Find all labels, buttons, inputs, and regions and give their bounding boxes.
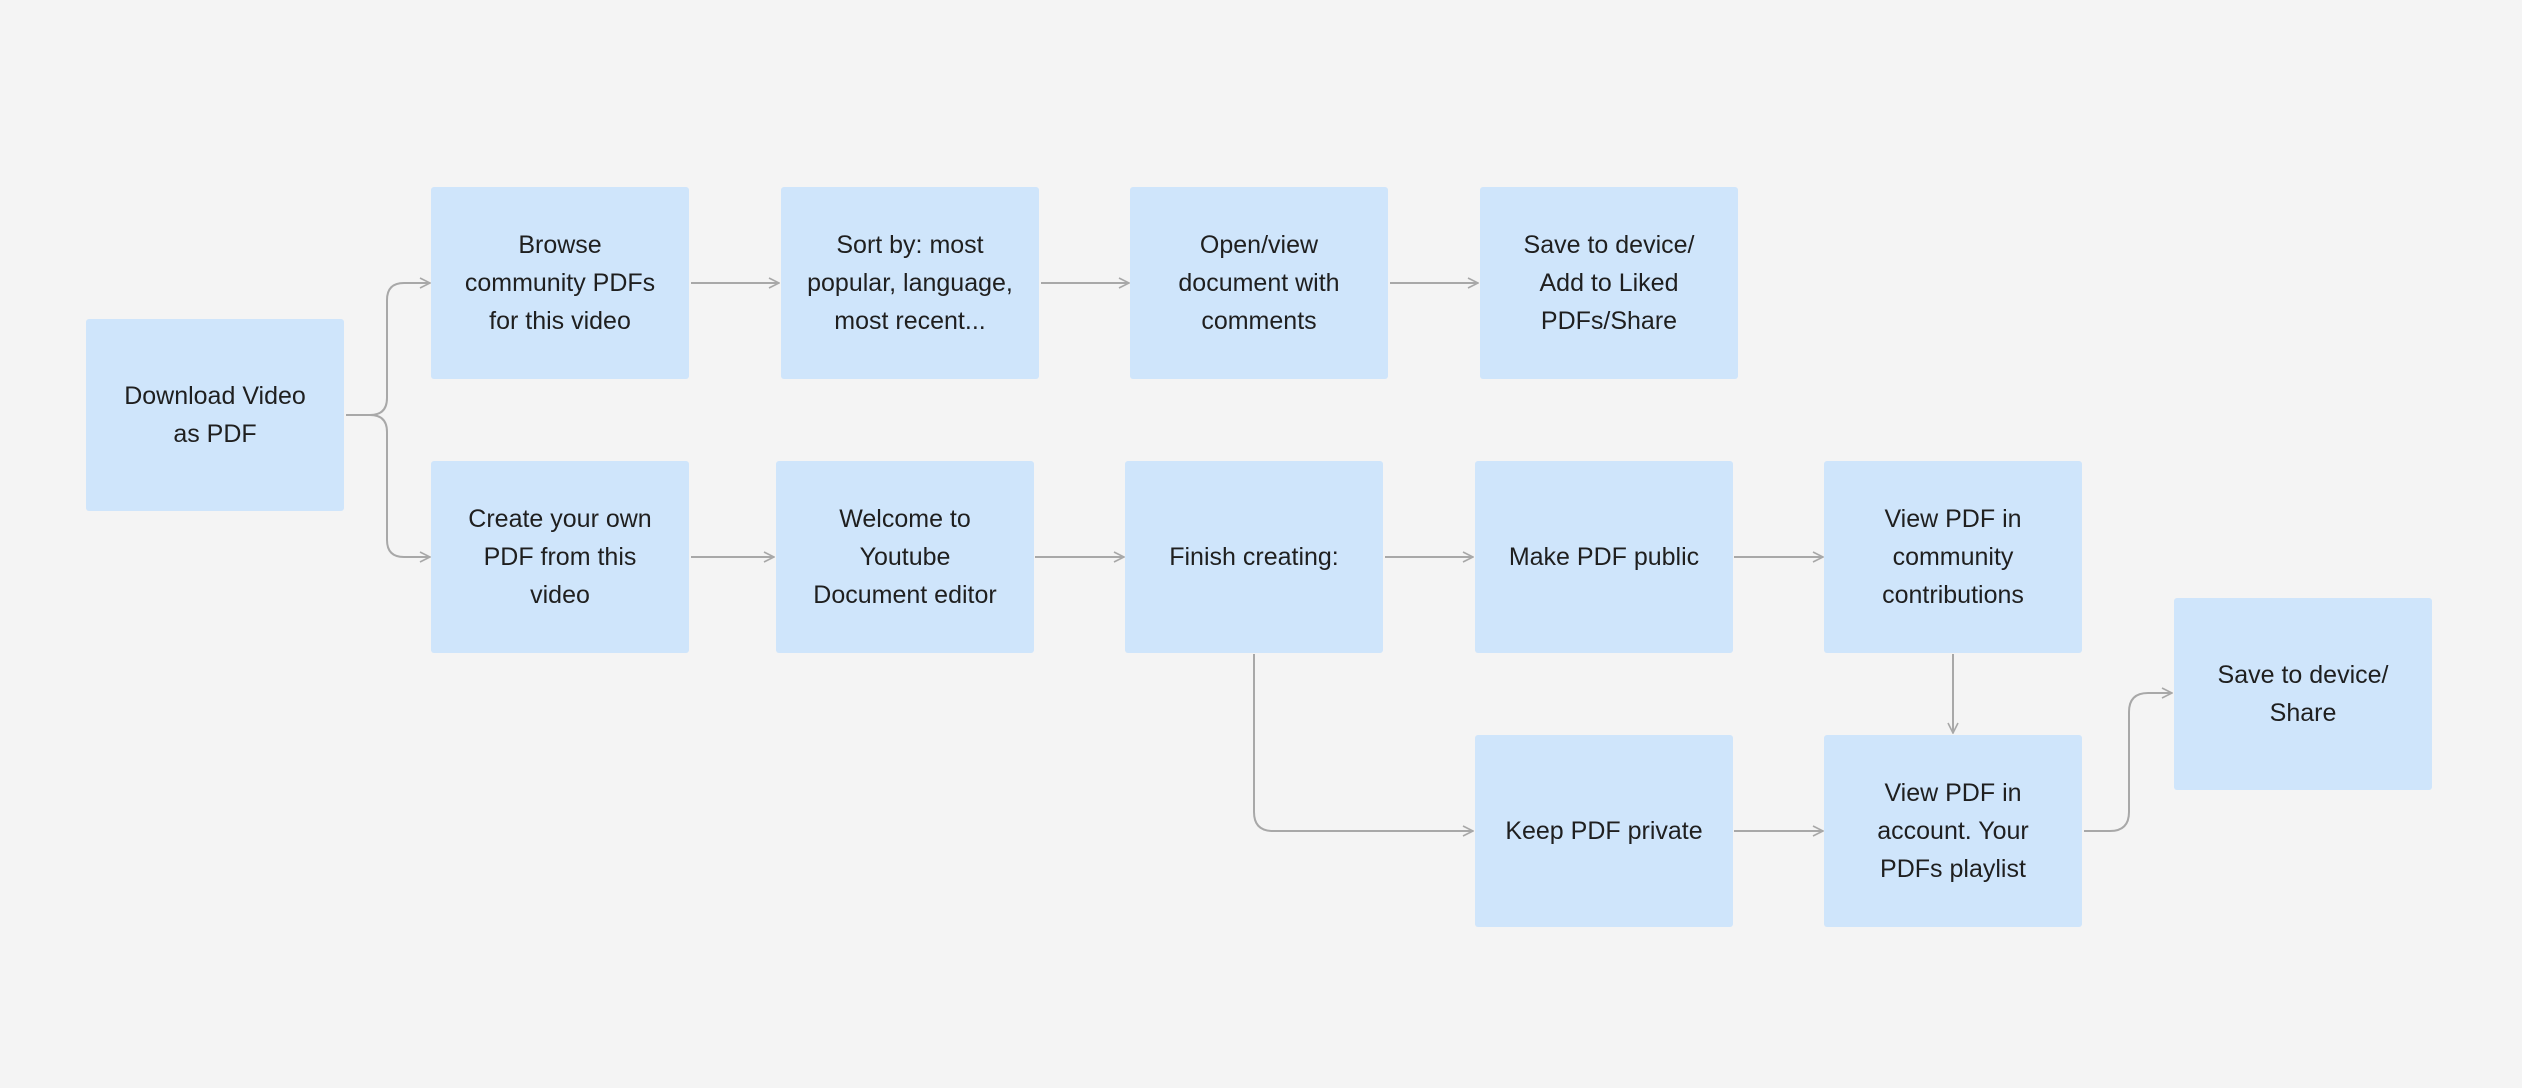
- node-view-pdf-in-account[interactable]: View PDF in account. Your PDFs playlist: [1824, 735, 2082, 927]
- node-open-view-document[interactable]: Open/view document with comments: [1130, 187, 1388, 379]
- node-sort-by[interactable]: Sort by: most popular, language, most re…: [781, 187, 1039, 379]
- node-label: Browse community PDFs for this video: [464, 231, 656, 335]
- node-label: Create your own PDF from this video: [468, 505, 652, 609]
- node-save-to-device-share[interactable]: Save to device/ Share: [2174, 598, 2432, 790]
- connector-account-to-save-share: [2084, 693, 2172, 832]
- node-make-pdf-public[interactable]: Make PDF public: [1475, 461, 1733, 653]
- node-label: View PDF in community contributions: [1882, 505, 2024, 609]
- node-label: Welcome to Youtube Document editor: [813, 505, 997, 609]
- node-label: Open/view document with comments: [1178, 231, 1340, 335]
- node-label: Sort by: most popular, language, most re…: [807, 231, 1013, 335]
- connector-finish-to-private: [1253, 654, 1473, 831]
- node-create-your-own-pdf[interactable]: Create your own PDF from this video: [431, 461, 689, 653]
- node-welcome-to-editor[interactable]: Welcome to Youtube Document editor: [776, 461, 1034, 653]
- node-label: Make PDF public: [1508, 543, 1700, 571]
- node-label: Download Video as PDF: [124, 382, 306, 448]
- connector-download-to-create: [346, 414, 430, 557]
- node-label: Finish creating:: [1169, 543, 1339, 571]
- node-view-pdf-in-community[interactable]: View PDF in community contributions: [1824, 461, 2082, 653]
- node-label: Keep PDF private: [1505, 817, 1703, 845]
- node-finish-creating[interactable]: Finish creating:: [1125, 461, 1383, 653]
- node-keep-pdf-private[interactable]: Keep PDF private: [1475, 735, 1733, 927]
- connector-download-to-browse: [346, 283, 430, 416]
- node-download-video-as-pdf[interactable]: Download Video as PDF: [86, 319, 344, 511]
- node-save-to-device-liked[interactable]: Save to device/ Add to Liked PDFs/Share: [1480, 187, 1738, 379]
- node-label: View PDF in account. Your PDFs playlist: [1877, 779, 2029, 883]
- node-browse-community-pdfs[interactable]: Browse community PDFs for this video: [431, 187, 689, 379]
- node-label: Save to device/ Add to Liked PDFs/Share: [1523, 231, 1695, 335]
- node-label: Save to device/ Share: [2217, 661, 2389, 727]
